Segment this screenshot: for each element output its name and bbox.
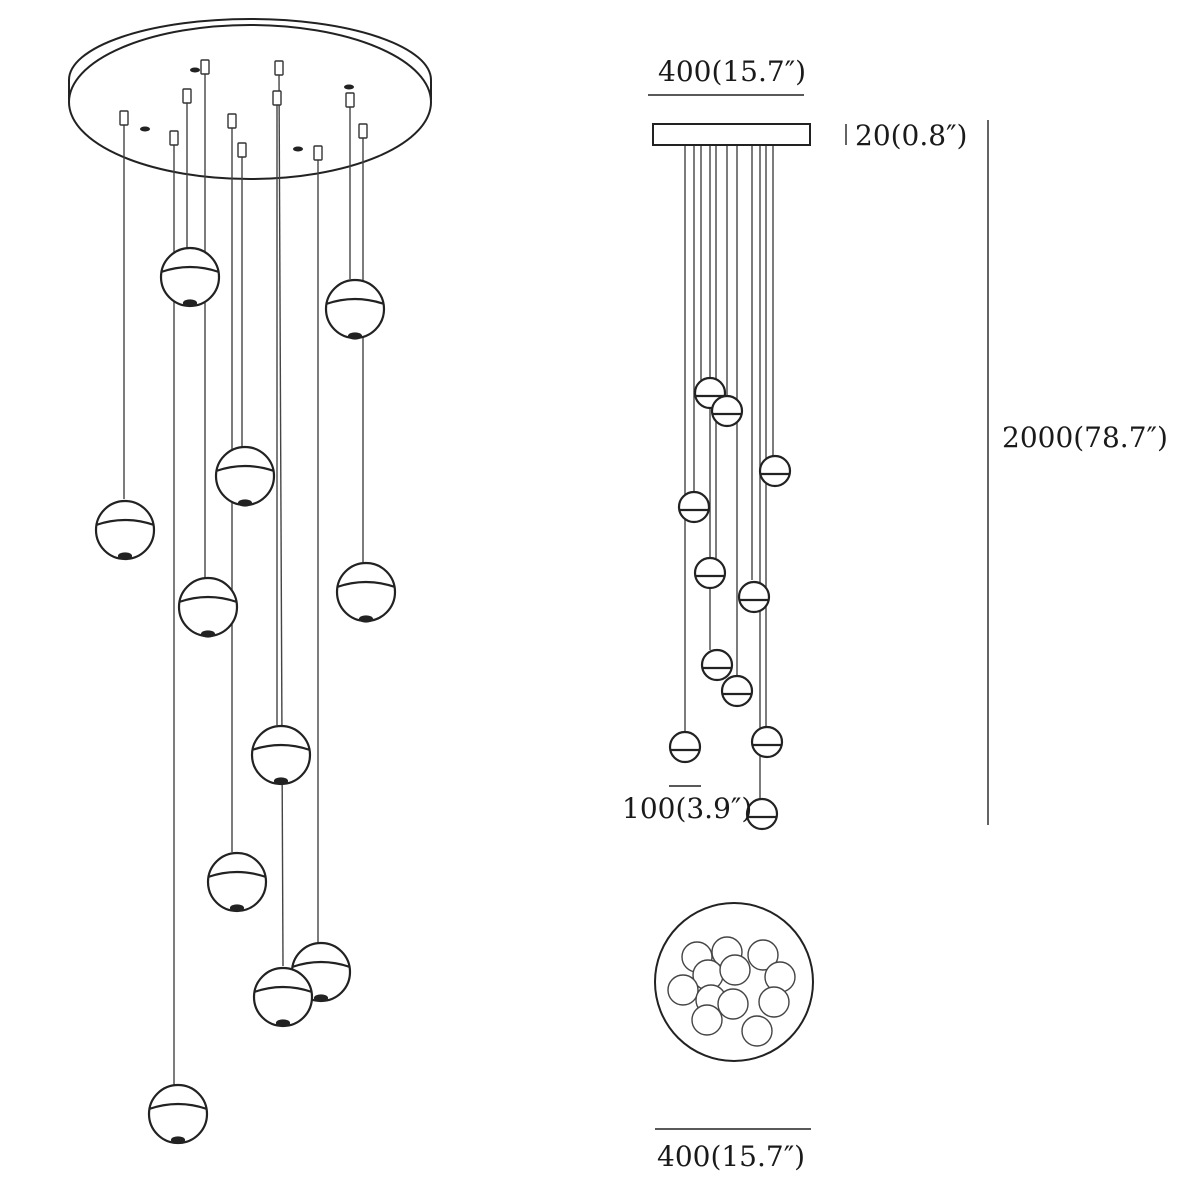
cord-grips	[119, 59, 368, 161]
canopy-height-label: 20(0.8″)	[855, 119, 968, 152]
globe	[758, 454, 792, 488]
canopy-disc	[68, 18, 432, 180]
bottom-globes	[667, 936, 796, 1047]
globe	[750, 725, 784, 759]
globe	[324, 278, 386, 340]
globe	[252, 966, 314, 1028]
globe-diameter-label: 100(3.9″)	[622, 792, 753, 825]
globe	[94, 499, 156, 561]
globe	[745, 797, 779, 831]
suspension-wires	[123, 72, 364, 1085]
canopy-holes	[140, 67, 354, 152]
globe	[700, 648, 734, 682]
globe	[214, 445, 276, 507]
overall-height-label: 2000(78.7″)	[1002, 421, 1168, 454]
perspective-view	[68, 18, 432, 1145]
globe	[147, 1083, 209, 1145]
perspective-globes	[94, 246, 397, 1145]
globe	[668, 730, 702, 764]
globe	[335, 561, 397, 623]
globe	[159, 246, 221, 308]
bottom-width-label: 400(15.7″)	[657, 1140, 806, 1173]
canopy-width-label: 400(15.7″)	[658, 55, 807, 88]
bottom-view	[654, 902, 814, 1130]
side-globes	[668, 376, 792, 831]
globe	[677, 490, 711, 524]
globe	[720, 674, 754, 708]
globe	[206, 851, 268, 913]
globe	[737, 580, 771, 614]
globe	[710, 394, 744, 428]
globe	[250, 724, 312, 786]
canopy-plate	[652, 123, 811, 146]
side-view	[648, 94, 989, 831]
globe	[693, 556, 727, 590]
globe	[177, 576, 239, 638]
